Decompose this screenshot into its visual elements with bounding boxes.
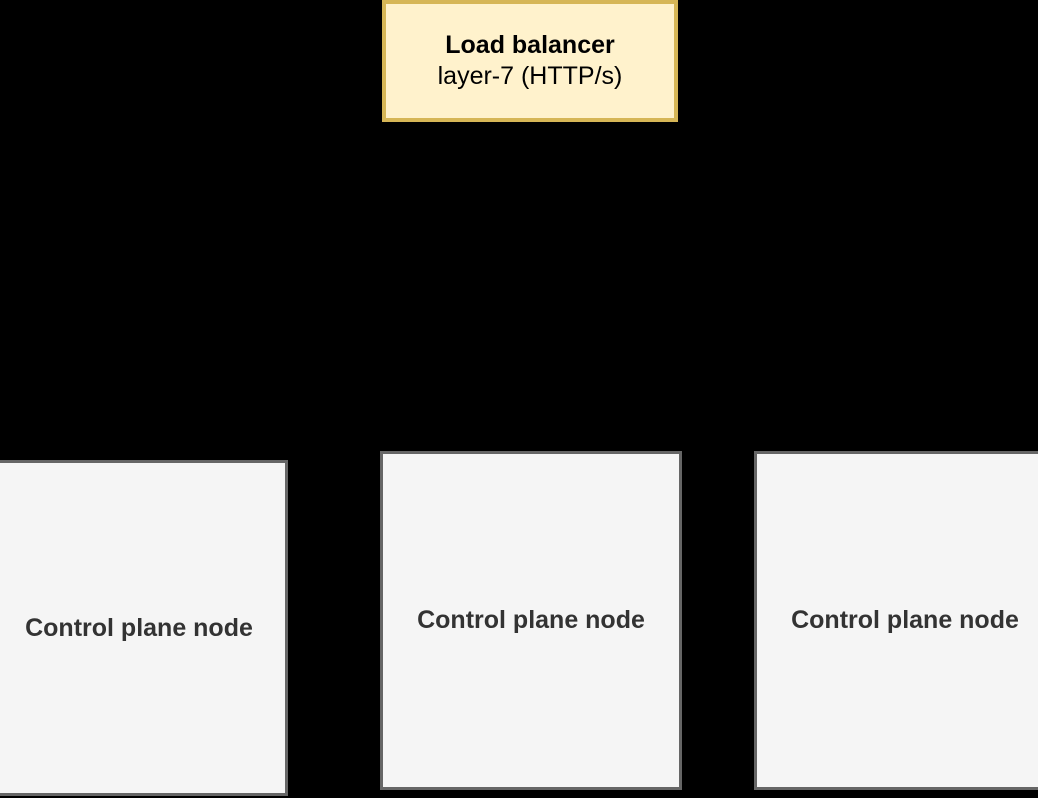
control-plane-node-label: Control plane node [791, 606, 1019, 634]
load-balancer-node: Load balancer layer-7 (HTTP/s) [382, 0, 678, 122]
control-plane-node-1: Control plane node [0, 460, 288, 796]
control-plane-node-2: Control plane node [380, 451, 682, 790]
control-plane-node-3: Control plane node [754, 451, 1038, 790]
load-balancer-subtitle: layer-7 (HTTP/s) [437, 62, 623, 90]
control-plane-node-label: Control plane node [417, 606, 645, 634]
load-balancer-title: Load balancer [445, 31, 615, 59]
control-plane-node-label: Control plane node [25, 613, 253, 642]
